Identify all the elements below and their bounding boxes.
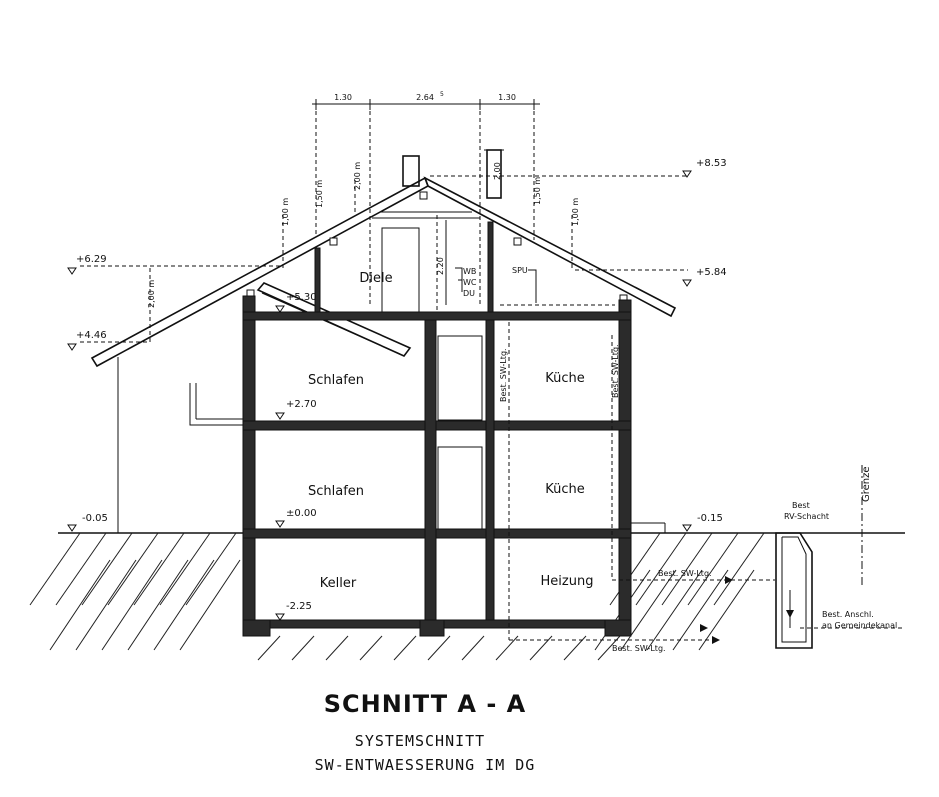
rv-schacht-label: RV-Schacht [784, 512, 829, 521]
drain-pipes [508, 322, 905, 649]
anschl-label-2: an Gemeindekanal [822, 621, 897, 630]
room-kueche-eg: Küche [545, 482, 585, 497]
hatch-line [393, 635, 417, 661]
hatch-line [713, 532, 765, 606]
level-keller-floor: -2.25 [286, 601, 312, 612]
level-right-upper: +5.84 [696, 267, 727, 278]
grenze-label: Grenze [861, 466, 872, 502]
hatch-line [635, 532, 687, 606]
dim-200-right: 2,00 [493, 162, 502, 180]
dim-150-left: 1,50 m [315, 180, 324, 208]
level-ridge: +8.53 [696, 158, 727, 169]
dim-top-left: 1.30 [334, 93, 352, 102]
hatch-line [661, 532, 713, 606]
hatch-line [133, 532, 185, 606]
room-kueche-og: Küche [545, 371, 585, 386]
hatch-line [127, 559, 189, 651]
ground [29, 532, 905, 661]
hatch-line [81, 532, 133, 606]
pipe-label-1: Best. SW-Ltg. [499, 348, 508, 402]
dim-top-mid-sup: 5 [440, 91, 444, 98]
dim-100-left: 1,00 m [281, 198, 290, 226]
room-schlafen-og: Schlafen [308, 373, 364, 388]
drawing-title: SCHNITT A - A [324, 690, 526, 718]
hatch-line [325, 635, 349, 661]
hatch-line [461, 635, 485, 661]
room-heizung: Heizung [541, 574, 594, 589]
fixture-spu: SPU [512, 266, 528, 275]
dim-top-right: 1.30 [498, 93, 516, 102]
hatch-line [257, 635, 281, 661]
hatch-line [698, 569, 755, 651]
hatch-line [153, 559, 215, 651]
hatch-line [29, 532, 81, 606]
level-eg-floor: ±0.00 [286, 508, 317, 519]
fixture-wc: WC [463, 278, 477, 287]
hatch-line [609, 532, 661, 606]
annex-left [117, 357, 243, 533]
dim-200-left: 2,00 m [353, 162, 362, 190]
room-keller: Keller [320, 576, 357, 591]
level-markers [67, 170, 692, 621]
hatch-line [427, 635, 451, 661]
hatch-line [359, 635, 383, 661]
drawing-subtitle-2: SW-ENTWAESSERUNG IM DG [315, 756, 536, 774]
hatch-line [687, 532, 739, 606]
room-diele: Diele [359, 271, 392, 286]
hatch-line [672, 569, 729, 651]
hatch-line [101, 559, 163, 651]
hatch-line [49, 559, 111, 651]
hatch-line [646, 569, 703, 651]
roof [90, 149, 677, 368]
fixture-du: DU [463, 289, 475, 298]
hatch-line [75, 559, 137, 651]
pipe-label-2: Best. SW-Ltg. [611, 344, 620, 398]
hatch-line [179, 559, 241, 651]
hatch-line [291, 635, 315, 661]
hatch-line [55, 532, 107, 606]
dim-100-right: 1,00 m [571, 198, 580, 226]
dim-150-right: 1,50 m [533, 177, 542, 205]
dim-top-mid: 2.64 [416, 93, 434, 102]
pipe-label-4: Best. SW-Ltg. [612, 644, 666, 653]
rv-best-label: Best [792, 501, 810, 510]
drawing-subtitle-1: SYSTEMSCHNITT [355, 732, 485, 750]
hatch-line [495, 635, 519, 661]
hatch-line [107, 532, 159, 606]
level-ground-left: -0.05 [82, 513, 108, 524]
dim-200-eave: 2,00 m [147, 280, 156, 308]
building-structure [242, 215, 666, 637]
room-schlafen-eg: Schlafen [308, 484, 364, 499]
ground-hatching [29, 532, 765, 661]
level-ground-right: -0.15 [697, 513, 723, 524]
hatch-line [159, 532, 211, 606]
level-left-eave: +4.46 [76, 330, 107, 341]
fixture-wb: WB [463, 267, 476, 276]
level-attic-floor: +5.30 [286, 292, 317, 303]
level-left-upper: +6.29 [76, 254, 107, 265]
dim-220: 2.20 [436, 257, 445, 275]
hatch-line [185, 532, 237, 606]
hatch-line [529, 635, 553, 661]
pipe-label-3: Best. SW-Ltg. [658, 569, 712, 578]
dimensions [80, 99, 688, 343]
anschl-label-1: Best. Anschl. [822, 610, 874, 619]
level-og-floor: +2.70 [286, 399, 317, 410]
hatch-line [620, 569, 677, 651]
